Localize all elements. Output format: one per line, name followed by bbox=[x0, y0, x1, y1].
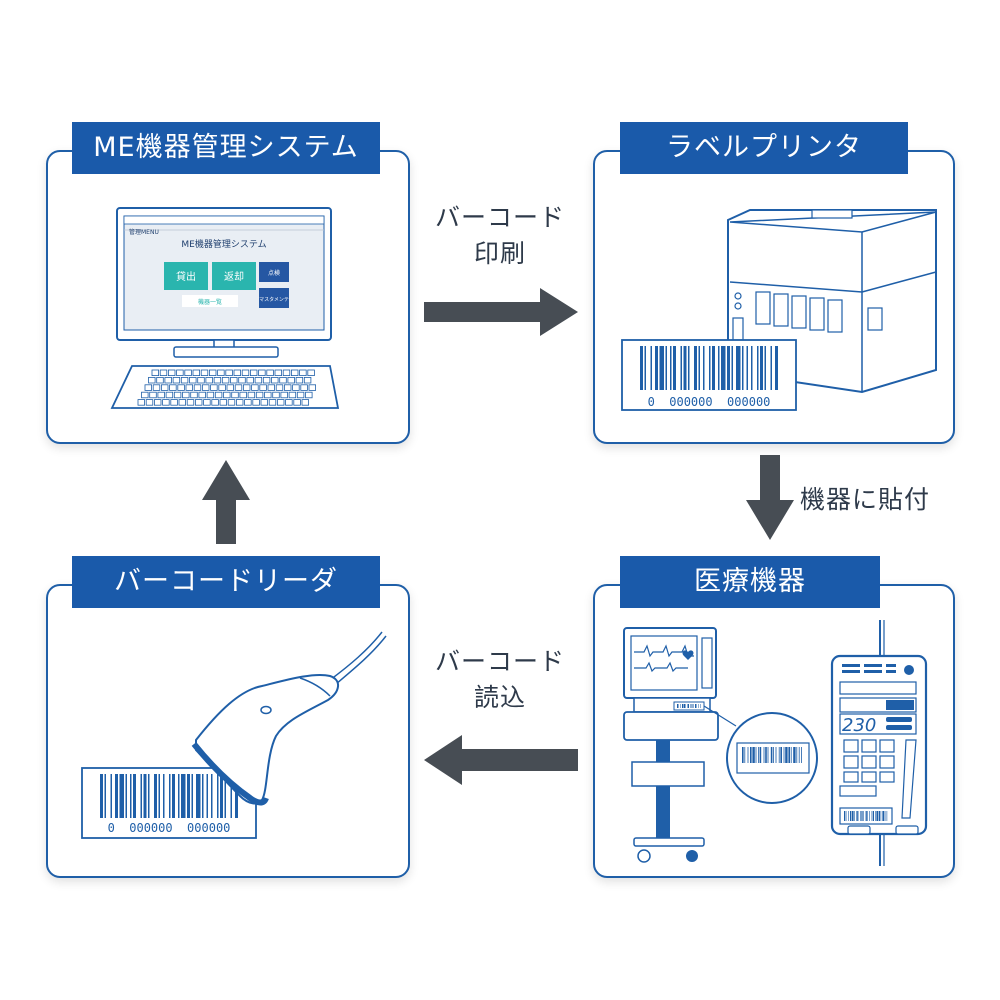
step-label-attach: 機器に貼付 bbox=[800, 482, 970, 518]
barcode-reader-panel bbox=[46, 584, 410, 878]
me-system-panel bbox=[46, 150, 410, 444]
arrow-left-icon bbox=[424, 735, 578, 785]
barcode-reader-title: バーコードリーダ bbox=[72, 556, 380, 608]
arrow-down-icon bbox=[746, 455, 794, 540]
arrow-up-icon bbox=[202, 460, 250, 544]
step-print-line2: 印刷 bbox=[473, 239, 526, 268]
medical-device-title: 医療機器 bbox=[620, 556, 880, 608]
medical-device-panel bbox=[593, 584, 955, 878]
step-attach-line1: 機器に貼付 bbox=[800, 485, 931, 514]
step-label-read: バーコード 読込 bbox=[420, 644, 580, 716]
step-label-print: バーコード 印刷 bbox=[420, 200, 580, 272]
arrow-right-icon bbox=[424, 288, 578, 336]
step-read-line2: 読込 bbox=[473, 683, 526, 712]
label-printer-panel bbox=[593, 150, 955, 444]
step-print-line1: バーコード bbox=[434, 203, 565, 232]
me-system-title: ME機器管理システム bbox=[72, 122, 380, 174]
step-read-line1: バーコード bbox=[434, 647, 565, 676]
label-printer-title: ラベルプリンタ bbox=[620, 122, 908, 174]
